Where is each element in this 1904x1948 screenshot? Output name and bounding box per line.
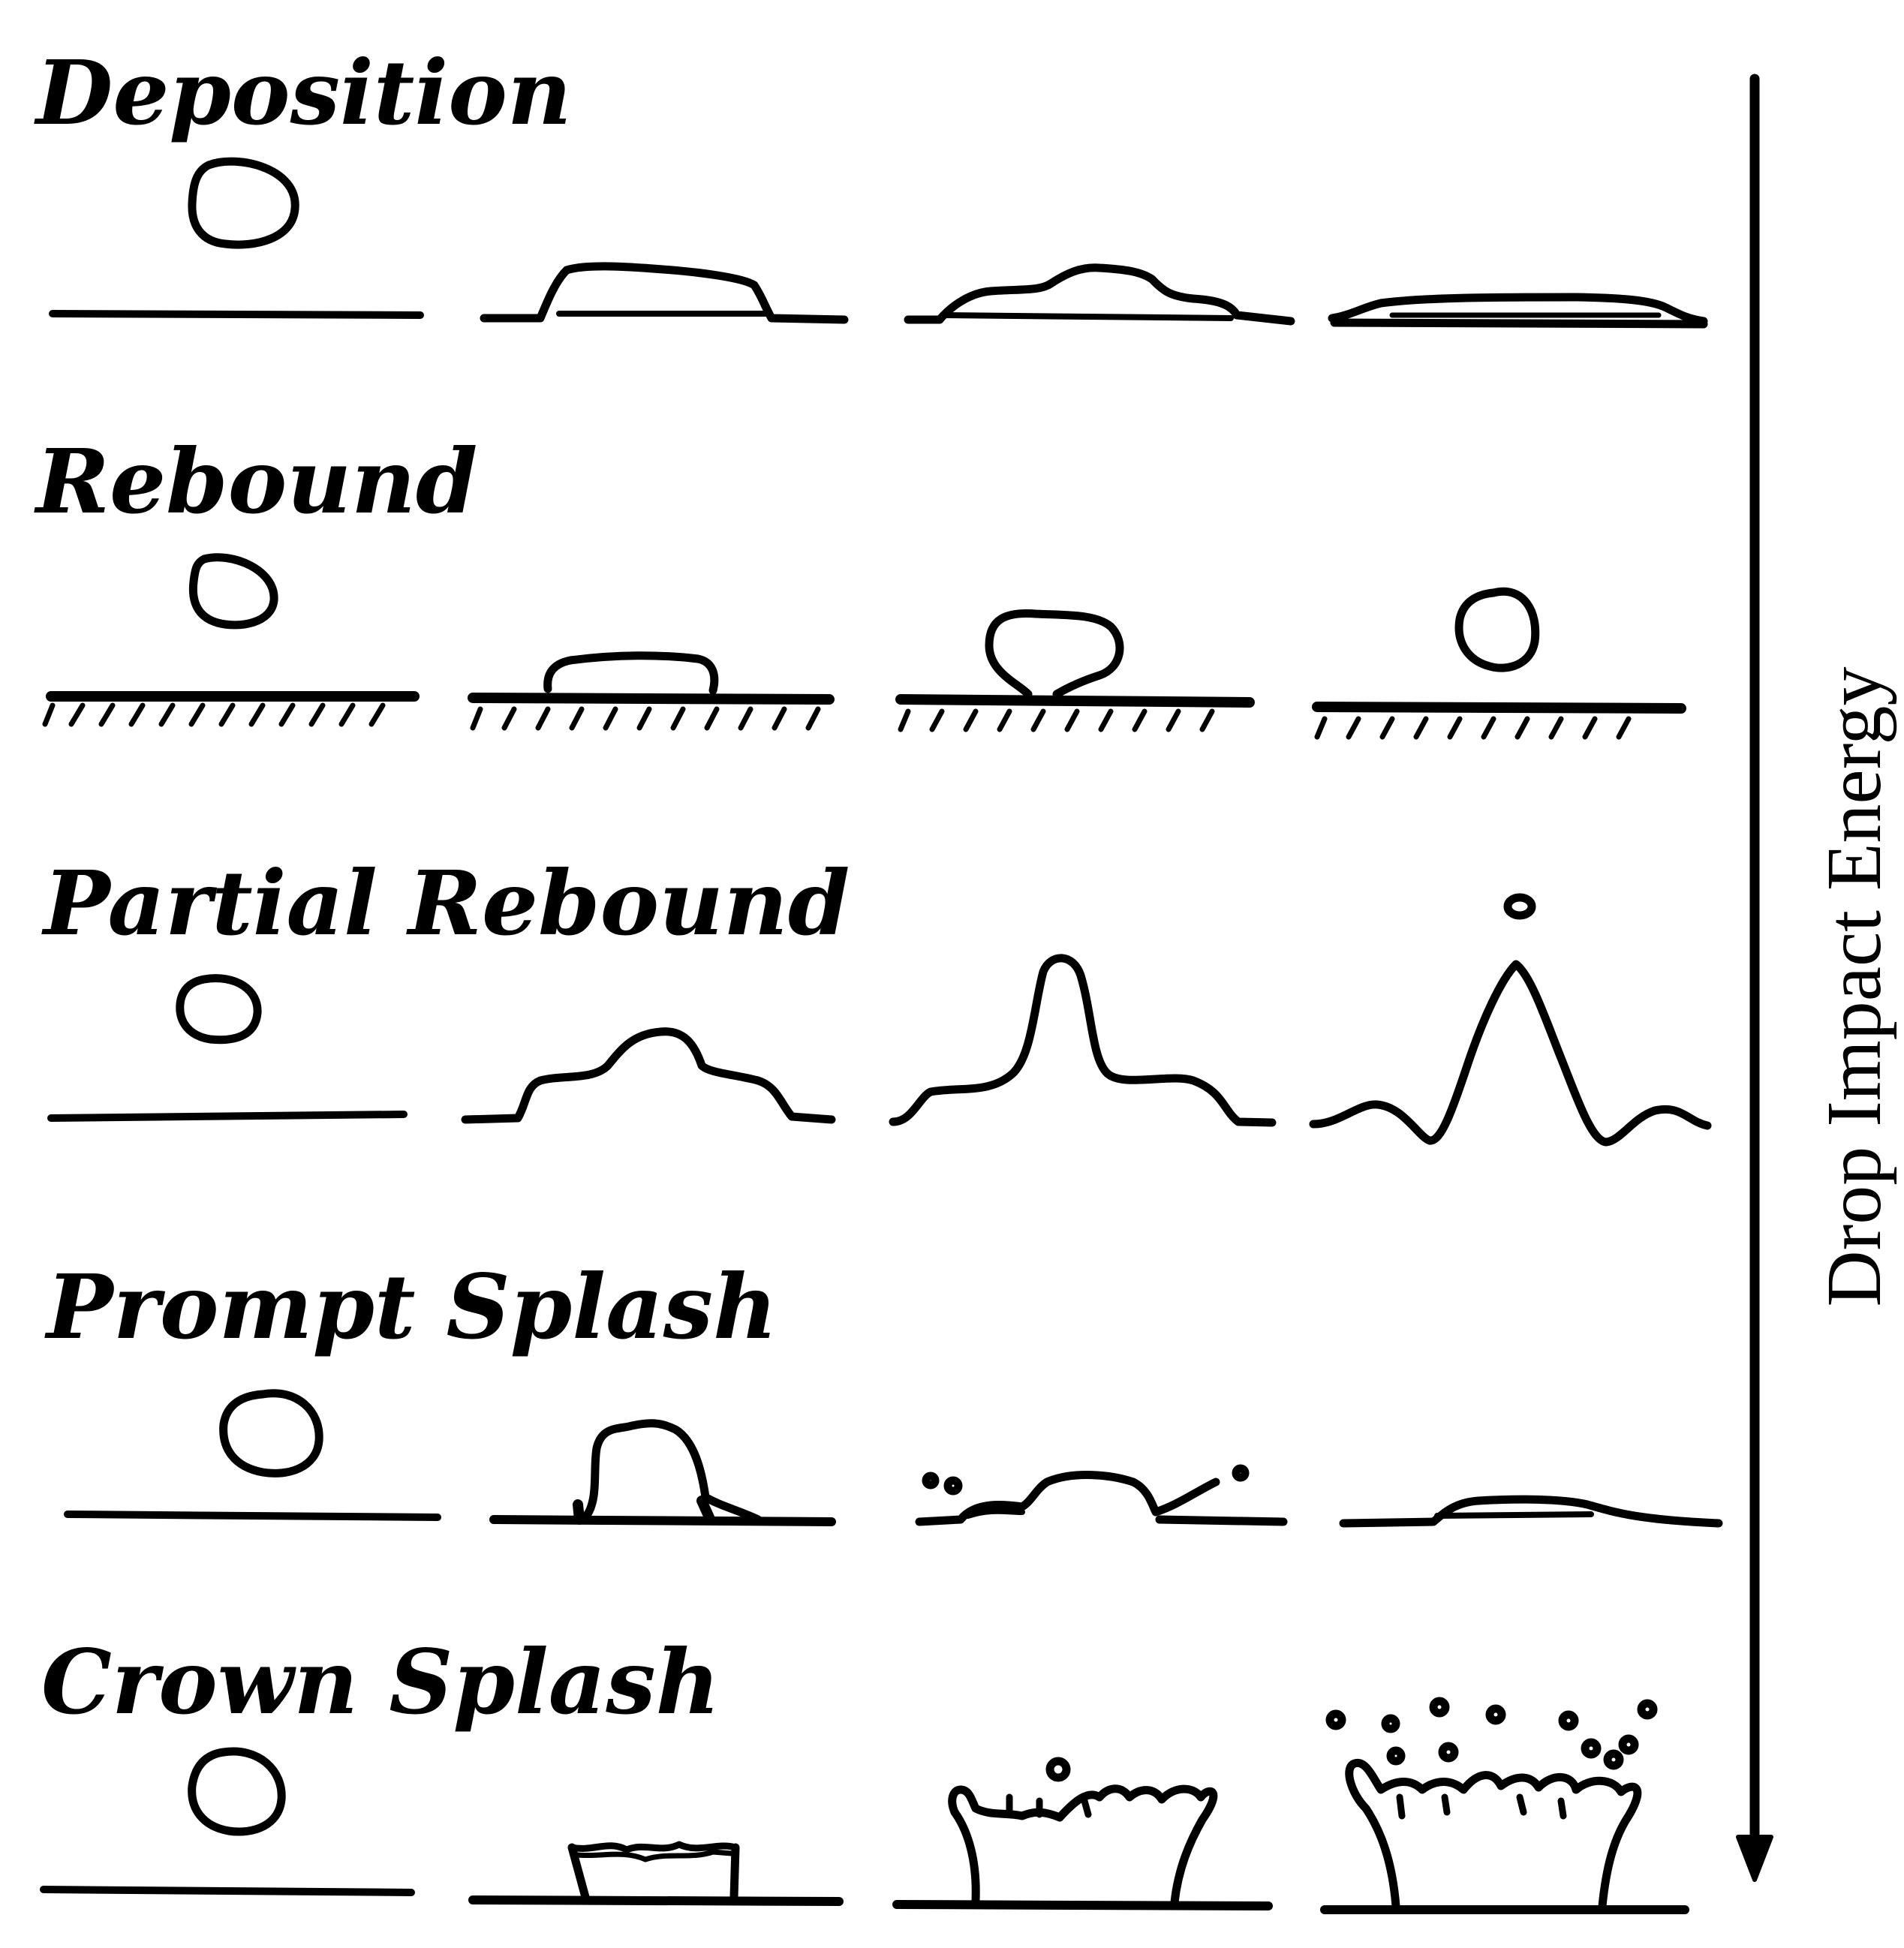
energy-axis <box>1736 74 1773 1882</box>
row-title: Partial Rebound <box>41 851 850 955</box>
row-title: Prompt Splash <box>44 1255 778 1359</box>
stage-crown-mid <box>892 1757 1273 1910</box>
stage-drop <box>47 974 408 1122</box>
row-title: Deposition <box>34 41 572 145</box>
stage-spread-thin <box>1339 1495 1723 1528</box>
stage-jet-pinch <box>1309 893 1712 1147</box>
stage-retract <box>895 609 1255 732</box>
crown-droplet <box>1485 1704 1506 1725</box>
crown-droplet <box>1581 1738 1602 1759</box>
stage-drop <box>40 1747 415 1896</box>
crown-droplet <box>1438 1742 1459 1763</box>
stage-drop <box>64 1389 441 1521</box>
stage-spread-flat <box>480 262 849 324</box>
row-title: Crown Splash <box>41 1630 720 1734</box>
row-title: Rebound <box>34 429 477 534</box>
row-deposition: Deposition <box>34 41 1708 329</box>
stage-drop <box>42 553 420 727</box>
surface-hatch <box>898 708 1215 732</box>
splash-droplet <box>1232 1464 1250 1482</box>
stage-dome <box>489 1419 836 1526</box>
row-prompt-splash: Prompt Splash <box>44 1255 1723 1528</box>
crown-droplet <box>1381 1714 1400 1733</box>
stage-spread-wavy <box>461 1027 836 1124</box>
splash-droplet <box>943 1476 963 1496</box>
stage-drop <box>49 157 424 319</box>
row-partial-rebound: Partial Rebound <box>41 851 1712 1147</box>
crown-droplet <box>1429 1697 1450 1718</box>
stage-spread-thin <box>1328 293 1708 329</box>
crown-droplet <box>1045 1757 1071 1782</box>
stage-splash-droplets <box>915 1464 1288 1526</box>
row-crown-splash: Crown Splash <box>40 1630 1689 1914</box>
stage-spread-bulge <box>904 263 1295 326</box>
stage-jet <box>889 954 1277 1127</box>
crown-droplet <box>1603 1749 1624 1770</box>
axis-arrowhead <box>1736 1835 1773 1882</box>
crown-droplet <box>1558 1710 1579 1731</box>
surface-hatch <box>470 706 821 731</box>
surface-hatch <box>1314 716 1632 740</box>
stage-crown-low <box>468 1841 844 1906</box>
axis-label: Drop Impact Energy <box>1811 667 1897 1307</box>
row-rebound: Rebound <box>34 429 1686 740</box>
crown-droplet <box>1618 1734 1639 1755</box>
stage-crown-high <box>1320 1697 1689 1914</box>
splash-droplet <box>922 1472 940 1490</box>
crown-droplet <box>1637 1699 1658 1720</box>
surface-hatch <box>42 702 386 727</box>
stage-spread-flat <box>468 651 835 731</box>
crown-droplet <box>1325 1709 1346 1730</box>
stage-rebound-drop <box>1312 587 1686 740</box>
ejected-droplet <box>1503 893 1536 920</box>
crown-droplet <box>1386 1746 1406 1766</box>
